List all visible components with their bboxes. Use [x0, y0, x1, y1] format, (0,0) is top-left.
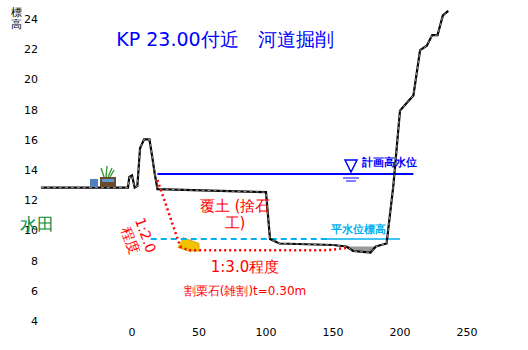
tick-label: 4 — [31, 316, 38, 329]
axis-title: 標高 — [11, 7, 22, 31]
tick-label: 14 — [24, 165, 38, 178]
tick-label: 16 — [24, 134, 38, 147]
tick-label: 24 — [24, 14, 38, 27]
water-tick — [346, 181, 356, 182]
tick-label: 100 — [256, 327, 277, 340]
material-label: 割栗石(雑割)t=0.30m — [184, 285, 307, 299]
ground-profile — [41, 11, 448, 253]
tick-label: 12 — [24, 195, 38, 208]
rice-stalk — [101, 168, 104, 177]
rice-stalk — [106, 166, 107, 177]
tick-label: 0 — [129, 327, 136, 340]
excavation-line — [157, 180, 346, 250]
material-label: 覆土 (捨石工) — [196, 198, 274, 233]
ground-profile-dash — [41, 11, 448, 253]
water-level-symbol — [343, 160, 359, 181]
paddy-water — [90, 179, 98, 187]
water-tick — [343, 178, 359, 179]
tick-label: 200 — [390, 327, 411, 340]
water-triangle — [345, 160, 357, 172]
diagram-title: KP 23.00付近 河道掘削 — [116, 29, 333, 51]
high-water-line — [157, 173, 413, 175]
slope-label: 1:3.0程度 — [211, 259, 279, 276]
paddy-soil — [100, 177, 116, 187]
area-label: 水田 — [20, 215, 54, 235]
tick-label: 18 — [24, 104, 38, 117]
tick-label: 6 — [31, 285, 38, 298]
tick-label: 150 — [323, 327, 344, 340]
rice-stalk — [110, 170, 114, 177]
tick-label: 22 — [24, 44, 38, 57]
paddy-icon — [90, 166, 116, 187]
tick-label: 250 — [457, 327, 478, 340]
paddy-water — [102, 179, 114, 182]
slope-label: 1:2.0 程度 — [115, 211, 161, 265]
tick-label: 8 — [31, 255, 38, 268]
tick-label: 20 — [24, 74, 38, 87]
normal-water-line — [325, 238, 400, 240]
water-level-label: 平水位標高 — [331, 224, 386, 237]
tick-label: 50 — [192, 327, 206, 340]
water-level-label: 計画高水位 — [362, 157, 417, 170]
